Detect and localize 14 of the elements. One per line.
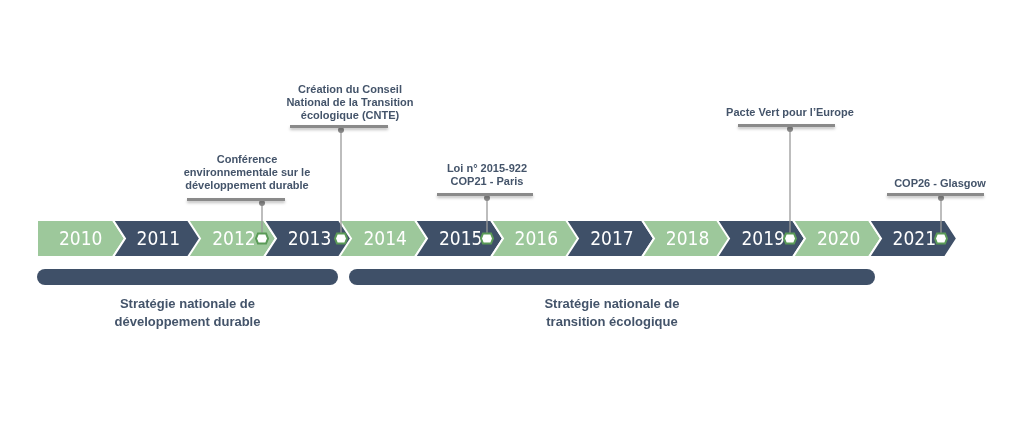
period-label: Stratégie nationale de développement durable: [113, 295, 262, 331]
event-text: COP21 - Paris: [449, 175, 525, 188]
period-label: Stratégie nationale de transition écologique: [543, 295, 681, 331]
leader-line: [480, 195, 494, 245]
event-text: Conférence environnementale sur le développement durable: [182, 153, 312, 192]
year-segment: 2010: [37, 220, 125, 257]
leader-line: [783, 126, 797, 245]
event-text: Création du Conseil National de la Transition écologique (CNTE): [285, 83, 415, 122]
leader-line: [255, 200, 269, 245]
leader-line: [934, 195, 948, 245]
leader-line: [334, 127, 348, 245]
event-text: Loi n° 2015-922: [445, 162, 529, 175]
event-text: Pacte Vert pour l’Europe: [725, 106, 855, 119]
event-text: COP26 - Glasgow: [893, 177, 987, 190]
